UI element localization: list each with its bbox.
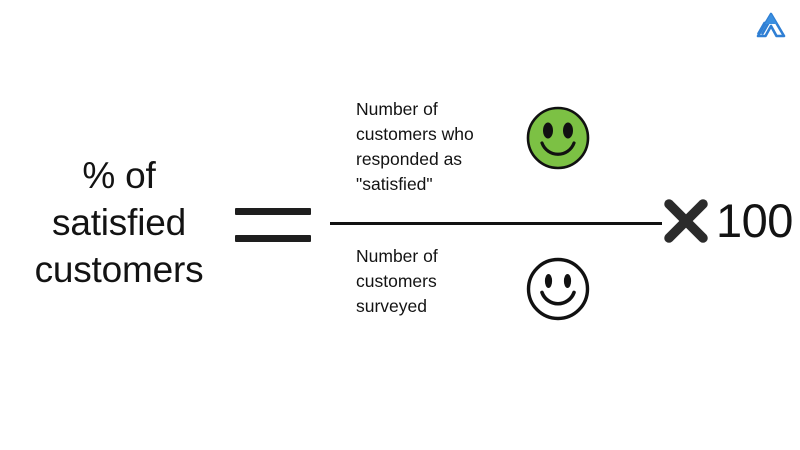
denominator-line: Number of — [356, 246, 438, 266]
numerator-line: customers who — [356, 124, 474, 144]
fraction-bar — [330, 222, 662, 225]
equals-bar-top — [235, 208, 311, 215]
denominator-line: customers — [356, 271, 437, 291]
denominator-line: surveyed — [356, 296, 428, 316]
equals-bar-bottom — [235, 235, 311, 242]
green-smiley-face-icon — [526, 106, 590, 170]
numerator-line: Number of — [356, 99, 438, 119]
fraction-denominator: Number of customers surveyed — [330, 244, 662, 322]
numerator-text: Number of customers who responded as "sa… — [330, 97, 525, 197]
result-label: % of satisfied customers — [8, 152, 230, 293]
numerator-icon-slot — [525, 97, 625, 171]
result-label-line: satisfied — [52, 202, 186, 243]
outline-smiley-face-icon — [526, 257, 590, 321]
multiply-icon — [662, 197, 710, 245]
numerator-line: "satisfied" — [356, 174, 433, 194]
multiplier-value: 100 — [716, 194, 793, 247]
fraction-numerator: Number of customers who responded as "sa… — [330, 97, 662, 197]
fraction: Number of customers who responded as "sa… — [330, 92, 662, 332]
mountain-logo-icon — [754, 10, 788, 40]
numerator-line: responded as — [356, 149, 463, 169]
equals-sign — [235, 208, 311, 242]
result-label-line: customers — [34, 249, 204, 290]
denominator-text: Number of customers surveyed — [330, 244, 525, 319]
denominator-icon-slot — [525, 244, 625, 322]
result-label-line: % of — [82, 155, 156, 196]
